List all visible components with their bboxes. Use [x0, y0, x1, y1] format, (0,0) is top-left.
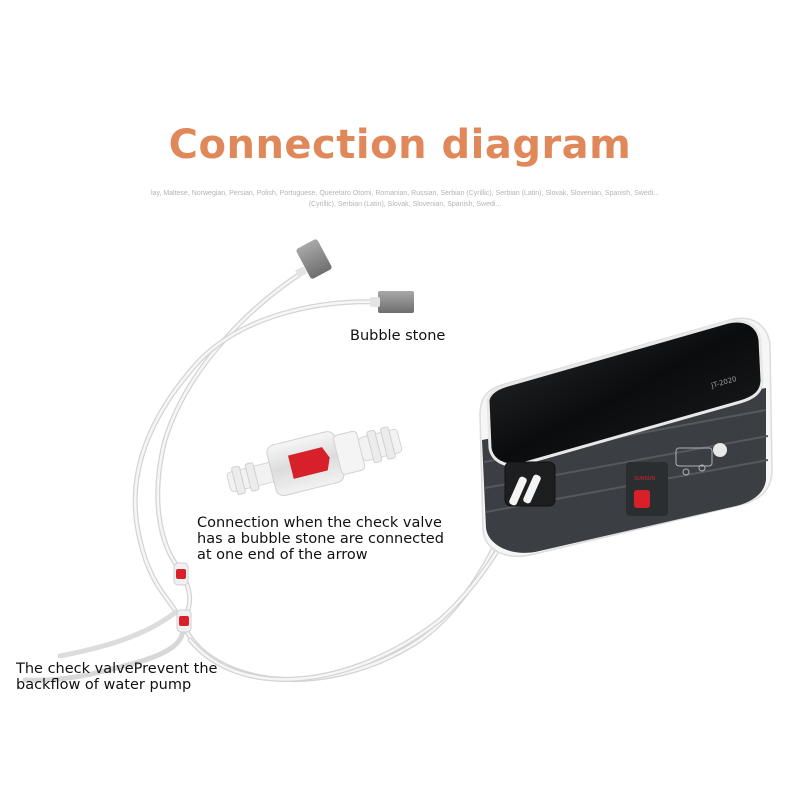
connection-label-line-2: has a bubble stone are connected [197, 531, 444, 547]
diagram-title: Connection diagram [168, 122, 632, 168]
air-tube-left [155, 269, 306, 625]
check-valve-large [226, 426, 403, 497]
language-list-text: lay, Maltese, Norwegian, Persian, Polish… [151, 190, 659, 208]
air-tube-right [132, 299, 383, 615]
connection-label-line-3: at one end of the arrow [197, 547, 368, 563]
bubble-stone-right [370, 291, 414, 313]
air-tube-lower-left [22, 609, 186, 683]
connection-label-line-1: Connection when the check valve [197, 515, 442, 531]
pump-button-icon [713, 443, 727, 457]
pump-brand-text: SUNSUN [634, 476, 655, 482]
check-valve-label-line-1: The check valvePrevent the [16, 661, 218, 677]
bubble-stone-top [295, 239, 332, 279]
check-valve-label-line-2: backflow of water pump [16, 677, 192, 693]
check-valve-small-2 [176, 609, 192, 633]
check-valve-label: The check valvePrevent the backflow of w… [16, 661, 217, 693]
air-pump: JT-2020 SUNSUN [479, 317, 773, 557]
power-switch [634, 490, 650, 508]
check-valve-small-1 [173, 562, 189, 586]
bubble-stone-label: Bubble stone [350, 328, 446, 344]
connection-label: Connection when the check valve has a bu… [197, 515, 444, 563]
